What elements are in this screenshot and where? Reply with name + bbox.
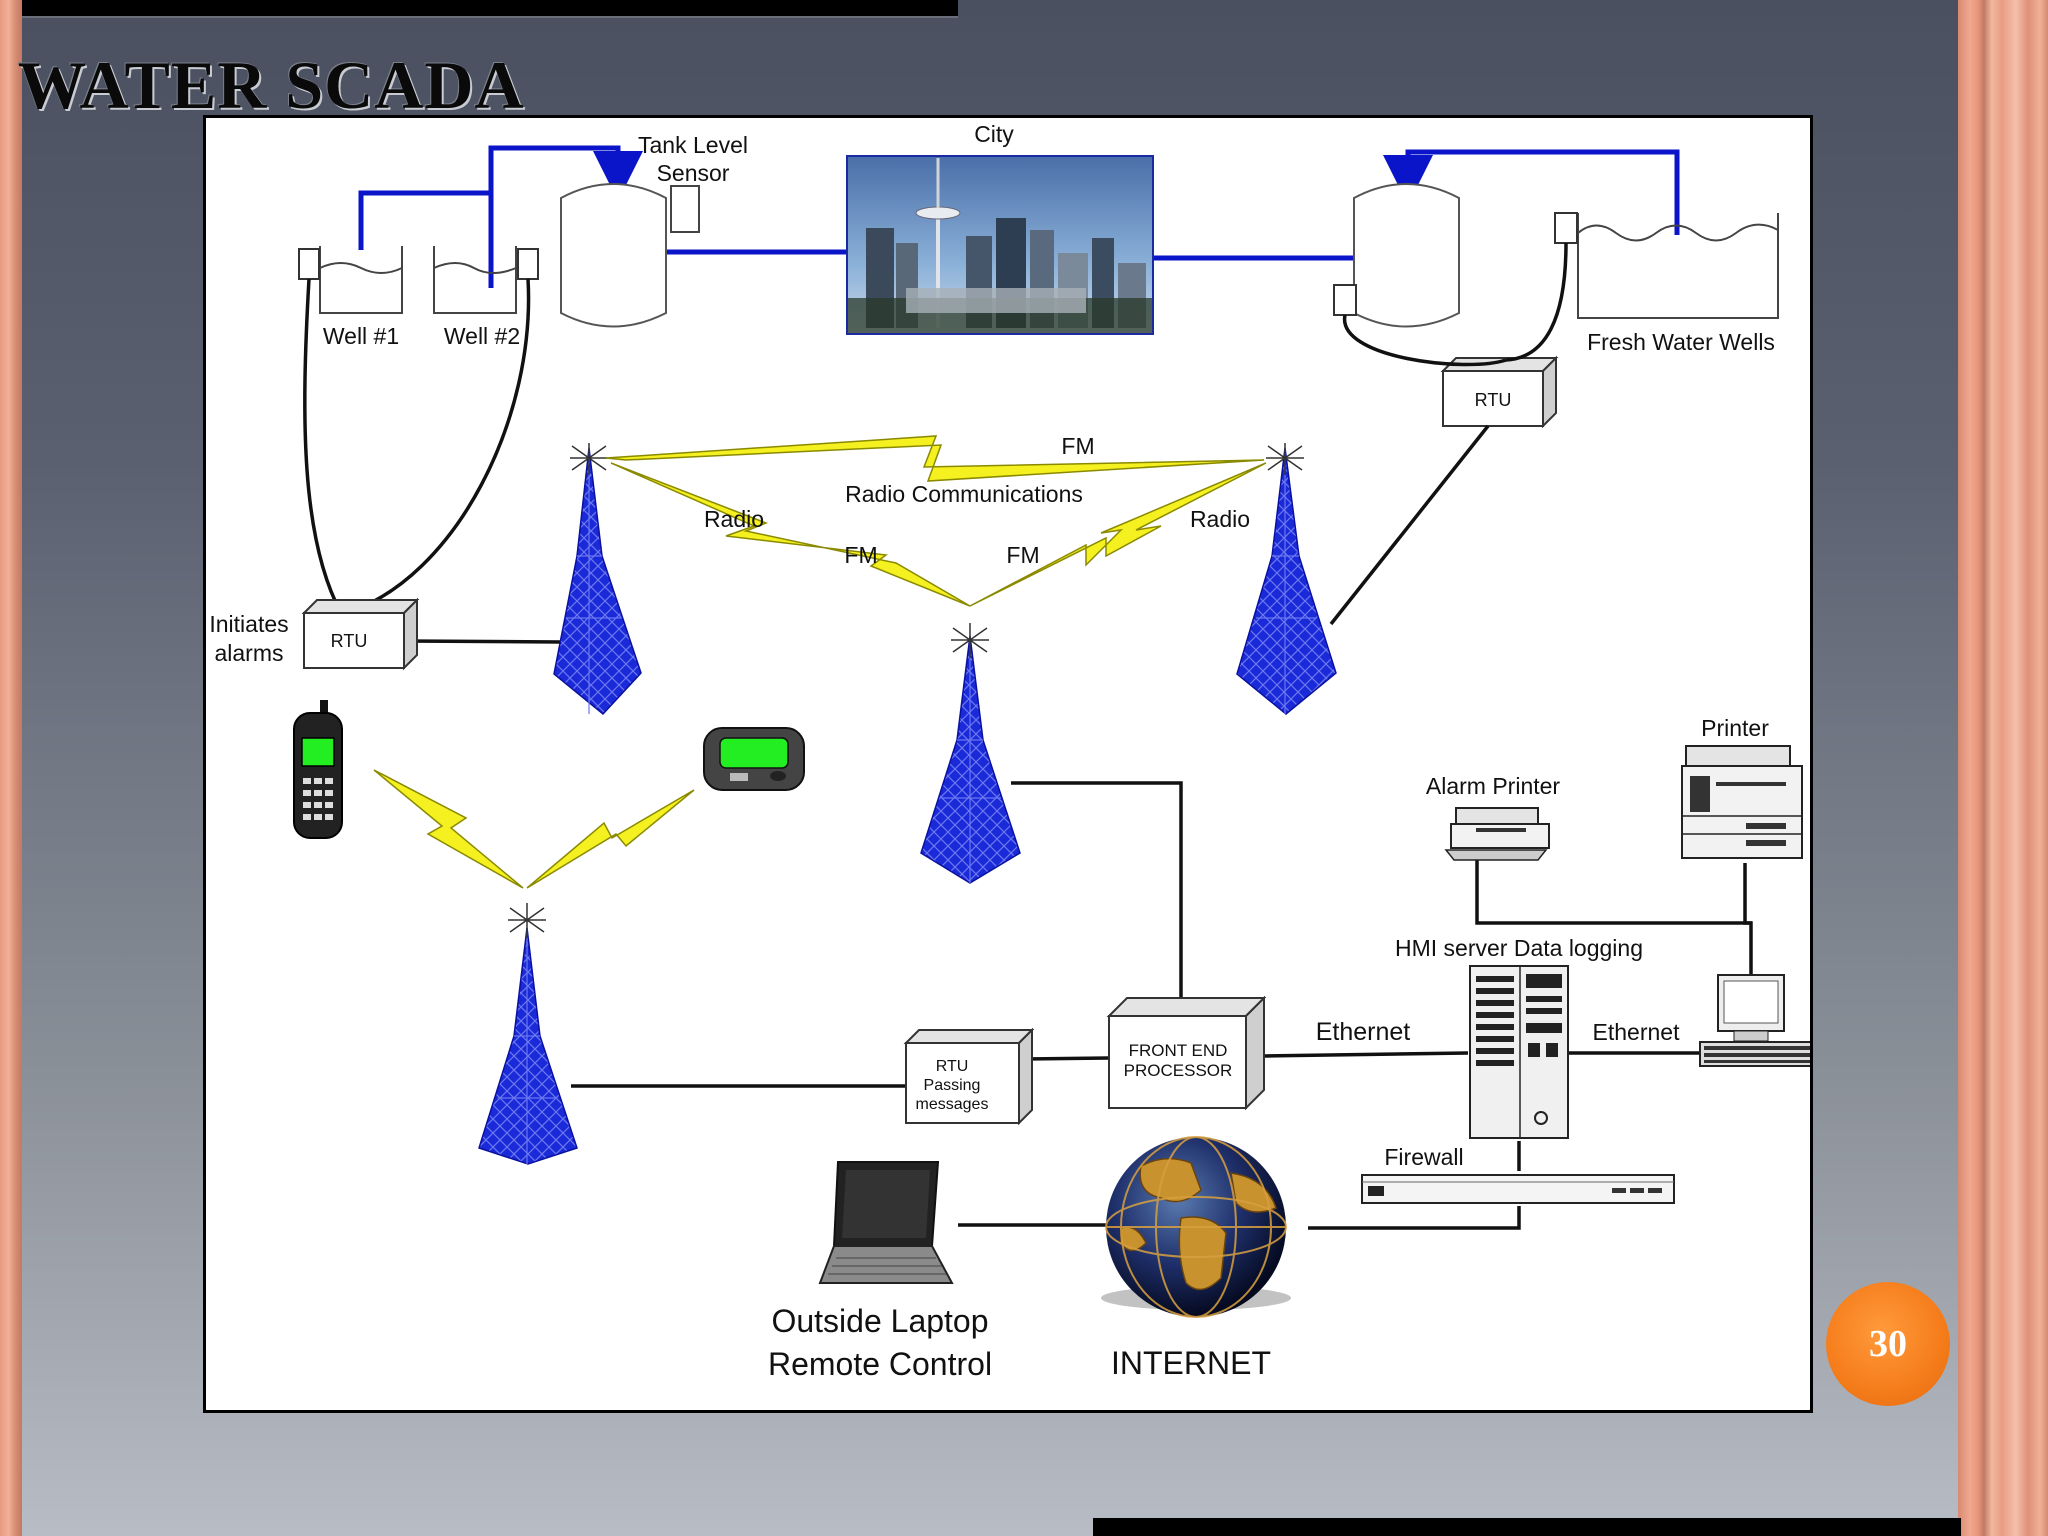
storage-tank-right — [1333, 183, 1460, 328]
sensor-cables — [303, 242, 1568, 644]
radio-communications-label: Radio Communications — [845, 481, 1083, 507]
initiates-alarms-label-1: Initiates — [209, 611, 288, 637]
radio-tower-4 — [478, 903, 578, 1165]
storage-tank-left — [560, 183, 700, 328]
rtu-passing-label-2: Passing — [924, 1077, 981, 1094]
rtu-passing-messages — [903, 1027, 1035, 1126]
network-wiring — [571, 781, 1753, 1230]
left-decor-stripe — [0, 0, 22, 1536]
rtu-left — [301, 597, 420, 671]
tank-level-label-1: Tank Level — [638, 132, 748, 158]
bottom-black-bar — [1093, 1518, 1961, 1536]
front-end-label-2: PROCESSOR — [1124, 1061, 1233, 1080]
radio-tower-2 — [1236, 443, 1337, 715]
radio-right-label: Radio — [1190, 506, 1250, 532]
rtu-passing-label-3: messages — [916, 1096, 989, 1113]
rtu-right — [1440, 355, 1559, 429]
well-1-label: Well #1 — [323, 323, 399, 349]
hmi-server-tower — [1469, 965, 1569, 1139]
hmi-server-label: HMI server Data logging — [1395, 935, 1643, 961]
city-label: City — [974, 121, 1014, 147]
firewall-label: Firewall — [1384, 1144, 1463, 1170]
blue-pipes-left — [358, 145, 1680, 288]
rtu-right-label: RTU — [1475, 390, 1512, 410]
alarm-printer-icon — [1444, 807, 1550, 861]
well-2-label: Well #2 — [444, 323, 520, 349]
scada-diagram-svg: Well #1 Well #2 Tank Level Sensor City — [209, 121, 1810, 1382]
outside-laptop-label-2: Remote Control — [768, 1346, 992, 1382]
front-end-processor — [1106, 995, 1267, 1111]
radio-tower-3 — [920, 623, 1021, 884]
tank-level-sensor — [670, 185, 700, 233]
tank-level-label-2: Sensor — [657, 160, 730, 186]
slide-title: WATER SCADA — [18, 47, 525, 123]
well-2 — [433, 246, 539, 314]
right-decor-stripes — [1958, 0, 2048, 1536]
laptop-icon — [818, 1161, 954, 1284]
well-1 — [298, 246, 403, 314]
initiates-alarms-label-2: alarms — [214, 640, 283, 666]
rtu-left-label: RTU — [331, 631, 368, 651]
radio-lightning-bolts — [373, 435, 1267, 889]
city-skyline-image — [846, 155, 1154, 335]
top-black-bar — [0, 0, 958, 18]
internet-label: INTERNET — [1111, 1345, 1271, 1381]
scada-diagram: Well #1 Well #2 Tank Level Sensor City — [203, 115, 1813, 1413]
alarm-printer-label: Alarm Printer — [1426, 773, 1561, 799]
ethernet-right-label: Ethernet — [1593, 1019, 1681, 1045]
firewall-appliance — [1361, 1174, 1675, 1204]
outside-laptop-label-1: Outside Laptop — [771, 1303, 988, 1339]
rtu-passing-label-1: RTU — [936, 1058, 969, 1075]
cell-phone-icon — [293, 700, 343, 839]
ethernet-left-label: Ethernet — [1316, 1018, 1411, 1046]
printer-label: Printer — [1701, 715, 1769, 741]
pager-icon — [703, 727, 805, 791]
radio-tower-1 — [553, 443, 642, 716]
front-end-label-1: FRONT END — [1129, 1041, 1228, 1060]
fm-right-label: FM — [1006, 542, 1039, 568]
page-number-badge: 30 — [1826, 1282, 1950, 1406]
workstation-computer — [1699, 974, 1810, 1067]
fm-left-label: FM — [844, 542, 877, 568]
fresh-water-wells — [1554, 212, 1779, 319]
fresh-water-wells-label: Fresh Water Wells — [1587, 329, 1775, 355]
fm-top-label: FM — [1061, 433, 1094, 459]
printer-icon — [1681, 745, 1803, 859]
radio-left-label: Radio — [704, 506, 764, 532]
internet-globe-icon — [1101, 1136, 1291, 1318]
